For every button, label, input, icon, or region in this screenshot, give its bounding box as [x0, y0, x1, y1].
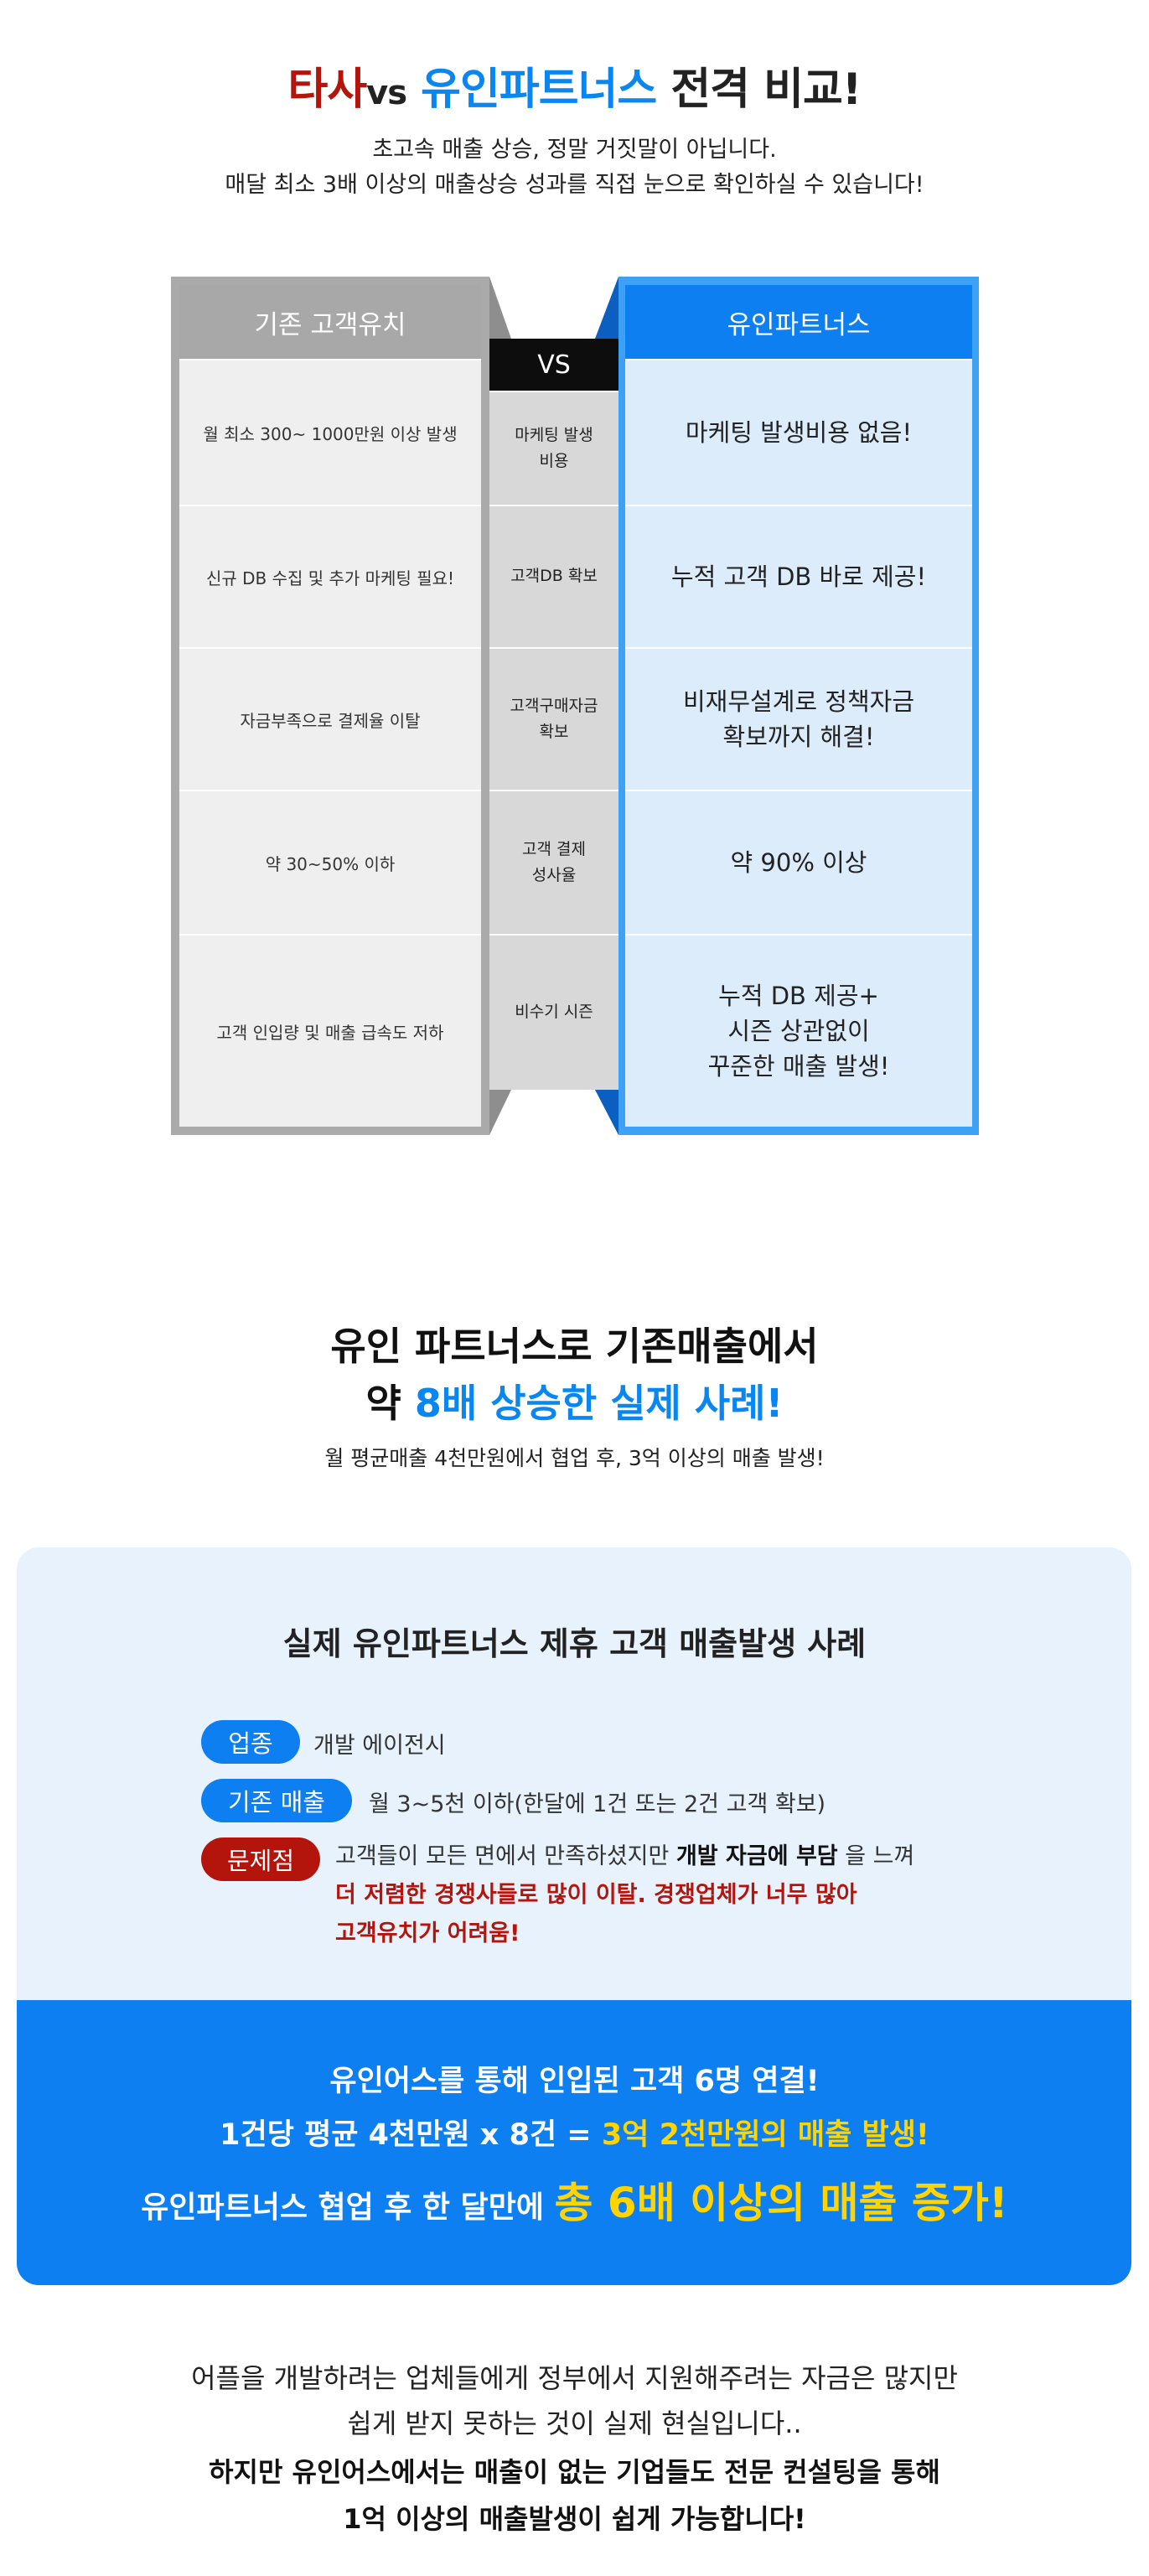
- right-bottom-connector: [595, 1090, 618, 1135]
- vs-text: vs: [366, 74, 407, 112]
- footer-line-3: 하지만 유인어스에서는 매출이 없는 기업들도 전문 컨설팅을 통해: [209, 2456, 940, 2488]
- left-cell-conversion: 약 30~50% 이하: [179, 790, 481, 934]
- problem-text: 고객들이 모든 면에서 만족하셨지만 개발 자금에 부담 을 느껴 더 저렴한 …: [335, 1837, 914, 1953]
- prev-sales-value: 월 3~5천 이하(한달에 1건 또는 2건 고객 확보): [369, 1791, 826, 1817]
- result-line-3: 유인파트너스 협업 후 한 달만에 총 6배 이상의 매출 증가!: [0, 2169, 1149, 2230]
- industry-value: 개발 에이전시: [313, 1733, 446, 1759]
- right-top-connector: [595, 277, 618, 339]
- headline-prefix: 약: [365, 1381, 415, 1426]
- title-rest: 전격 비교!: [670, 65, 862, 115]
- left-cell-marketing-cost: 월 최소 300~ 1000만원 이상 발생: [179, 359, 481, 505]
- result-line-1: 유인어스를 통해 인입된 고객 6명 연결!: [329, 2065, 820, 2098]
- brand-label: 유인파트너스: [421, 65, 657, 115]
- comparison-subtitle-2: 매달 최소 3배 이상의 매출상승 성과를 직접 눈으로 확인하실 수 있습니다…: [225, 172, 924, 198]
- result-line-2: 1건당 평균 4천만원 x 8건 = 3억 2천만원의 매출 발생!: [0, 2111, 1149, 2154]
- problem-badge: 문제점: [201, 1837, 320, 1881]
- problem-text-2: 을 느껴: [845, 1843, 915, 1869]
- right-cell-marketing-cost: 마케팅 발생비용 없음!: [625, 359, 972, 505]
- left-top-connector: [489, 277, 511, 339]
- result-line-3-white: 유인파트너스 협업 후 한 달만에: [141, 2190, 544, 2225]
- mid-cell-funding: 고객구매자금 확보: [489, 647, 618, 790]
- case-card-title: 실제 유인파트너스 제휴 고객 매출발생 사례: [282, 1625, 867, 1662]
- problem-text-1: 고객들이 모든 면에서 만족하셨지만: [335, 1843, 670, 1869]
- mid-cell-marketing-cost: 마케팅 발생 비용: [489, 391, 618, 505]
- comparison-subtitle-1: 초고속 매출 상승, 정말 거짓말이 아닙니다.: [372, 137, 777, 163]
- left-bottom-connector: [489, 1090, 511, 1135]
- mid-cell-conversion: 고객 결제 성사율: [489, 790, 618, 934]
- problem-bold: 개발 자금에 부담: [675, 1843, 838, 1869]
- problem-red-2: 고객유치가 어려움!: [335, 1920, 520, 1946]
- table-connectors: [489, 277, 618, 1135]
- problem-red-1: 더 저렴한 경쟁사들로 많이 이탈. 경쟁업체가 너무 많아: [335, 1882, 857, 1908]
- right-cell-funding: 비재무설계로 정책자금 확보까지 해결!: [625, 647, 972, 790]
- footer-line-1: 어플을 개발하려는 업체들에게 정부에서 지원해주려는 자금은 많지만: [191, 2362, 958, 2394]
- left-cell-offseason: 고객 인입량 및 매출 급속도 저하: [179, 934, 481, 1127]
- mid-cell-db: 고객DB 확보: [489, 505, 618, 647]
- footer-line-4: 1억 이상의 매출발생이 쉽게 가능합니다!: [343, 2503, 806, 2535]
- footer-line-2: 쉽게 받지 못하는 것이 실제 현실입니다..: [347, 2408, 802, 2439]
- comparison-columns: 기존 고객유치 VS 유인파트너스 월 최소 300~ 1000만원 이상 발생…: [0, 277, 1149, 1140]
- right-cell-db: 누적 고객 DB 바로 제공!: [625, 505, 972, 647]
- left-cell-funding: 자금부족으로 결제율 이탈: [179, 647, 481, 790]
- result-band: [17, 2000, 1131, 2285]
- prev-sales-badge: 기존 매출: [201, 1779, 352, 1822]
- case-subline: 월 평균매출 4천만원에서 협업 후, 3억 이상의 매출 발생!: [324, 1446, 825, 1470]
- vs-badge: VS: [489, 339, 618, 391]
- industry-badge: 업종: [201, 1720, 300, 1764]
- right-cell-conversion: 약 90% 이상: [625, 790, 972, 934]
- comparison-title: 타사vs 유인파트너스 전격 비교!: [0, 54, 1149, 117]
- result-line-2-yellow: 3억 2천만원의 매출 발생!: [601, 2118, 929, 2152]
- headline-highlight: 8배 상승한 실제 사례!: [414, 1381, 784, 1426]
- left-column-body: [179, 359, 481, 1127]
- case-headline-1: 유인 파트너스로 기존매출에서: [330, 1324, 819, 1369]
- competitor-label: 타사: [287, 65, 367, 115]
- mid-cell-offseason: 비수기 시즌: [489, 934, 618, 1090]
- right-column-header: 유인파트너스: [625, 285, 972, 359]
- left-cell-db: 신규 DB 수집 및 추가 마케팅 필요!: [179, 505, 481, 647]
- result-line-2-white: 1건당 평균 4천만원 x 8건 =: [220, 2118, 592, 2152]
- left-column-header: 기존 고객유치: [179, 285, 481, 359]
- right-column-body: [625, 359, 972, 1127]
- comparison-table: [0, 277, 1149, 1140]
- middle-column: [489, 339, 618, 1090]
- result-line-3-yellow: 총 6배 이상의 매출 증가!: [554, 2179, 1008, 2227]
- right-cell-offseason: 누적 DB 제공+ 시즌 상관없이 꾸준한 매출 발생!: [625, 934, 972, 1127]
- case-headline-2: 약 8배 상승한 실제 사례!: [0, 1373, 1149, 1428]
